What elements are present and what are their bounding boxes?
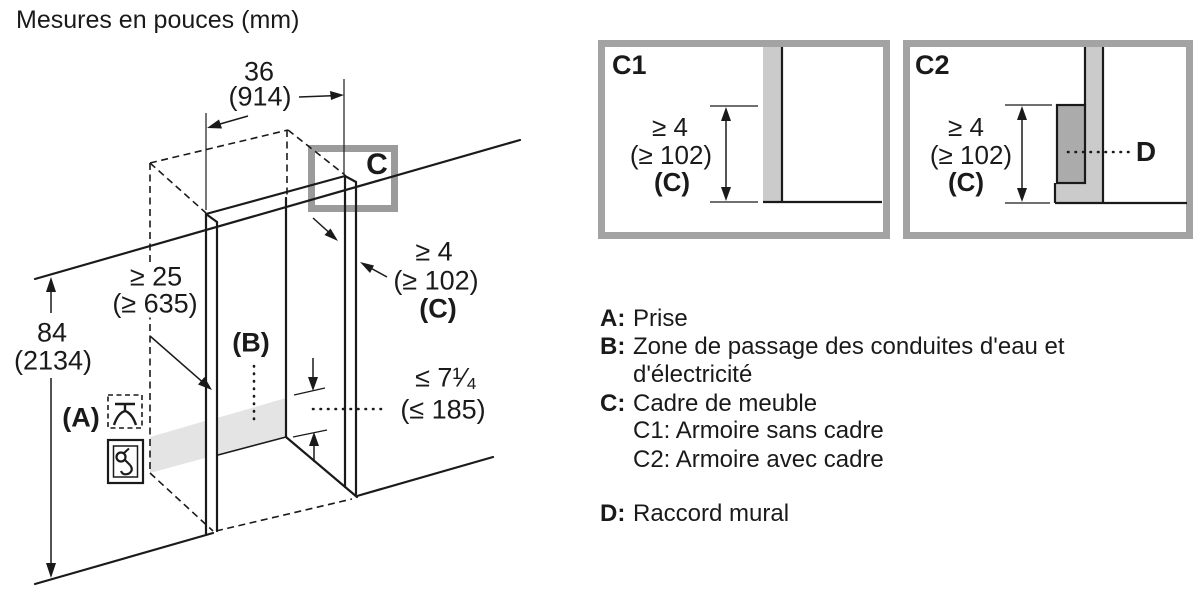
c1-title: C1	[612, 50, 647, 80]
c2-cabinet-panel	[1085, 47, 1103, 203]
dim-25-mm: (≥ 635)	[110, 288, 200, 319]
detail-box-c1	[598, 40, 890, 239]
legend-text-a: Prise	[633, 305, 688, 332]
legend-text-d: Raccord mural	[633, 500, 790, 527]
dim-zone-b-lines	[292, 358, 390, 462]
label-a: (A)	[62, 402, 100, 433]
dim-25-inches: ≥ 25	[127, 261, 185, 292]
niche-dashed-edges	[149, 129, 353, 532]
niche-floor-corner-edge	[284, 435, 359, 499]
legend-text-c2: C2: Armoire avec cadre	[633, 446, 884, 473]
dim-c-ref: (C)	[419, 293, 457, 324]
dim-36-inches: 36	[243, 56, 275, 87]
page-title: Mesures en pouces (mm)	[16, 6, 300, 34]
c2-panel-foot	[1055, 183, 1103, 203]
power-outlet-icon	[106, 438, 145, 485]
dim-c-leaders	[312, 217, 388, 278]
wall-and-panels	[33, 138, 522, 586]
left-panel-top-cap	[204, 212, 219, 224]
c1-border	[598, 40, 890, 239]
c2-face-frame-block	[1055, 103, 1087, 185]
right-panel-top-cap	[343, 174, 358, 184]
c1-dim-mm: (≥ 102)	[629, 140, 713, 170]
dim-zone-b-inches: ≤ 7¹⁄₄	[415, 362, 477, 393]
faucet-icon	[107, 394, 143, 429]
legend-text-c: Cadre de meuble	[633, 390, 818, 417]
c2-title: C2	[915, 50, 950, 80]
c1-dim-inches: ≥ 4	[652, 112, 688, 142]
label-c-callout: C	[366, 148, 388, 181]
callout-c-square	[308, 145, 398, 212]
legend-text-b: Zone de passage des conduites d'eau et	[633, 333, 1065, 360]
label-b: (B)	[232, 327, 270, 358]
floor-edge-right	[355, 455, 495, 498]
c1-dim-arrowheads	[721, 107, 731, 201]
dim-84-mm: (2134)	[11, 345, 95, 376]
c2-dim-inches: ≥ 4	[948, 112, 984, 142]
legend-prefix-c: C:	[600, 390, 626, 417]
legend-text-b2: d'électricité	[633, 361, 753, 388]
wall-top-edge	[33, 138, 522, 281]
dim-36-mm: (914)	[226, 81, 294, 112]
dim-36-lines	[205, 79, 345, 210]
dim-c-inches: ≥ 4	[415, 236, 453, 267]
c2-dim-arrowheads	[1017, 106, 1027, 202]
c1-dim-ref: (C)	[653, 167, 691, 197]
legend-prefix-b: B:	[600, 333, 626, 360]
legend-prefix-a: A:	[600, 305, 626, 332]
dim-84-inches: 84	[34, 317, 70, 348]
dim-c-mm: (≥ 102)	[393, 265, 479, 296]
niche-header-edge	[204, 174, 347, 216]
c1-cabinet-panel	[763, 47, 782, 202]
zone-b-bottom-edge	[217, 436, 287, 456]
detail-box-c2	[903, 40, 1193, 239]
legend-text-c1: C1: Armoire sans cadre	[633, 417, 884, 444]
dim-84-lines	[46, 277, 56, 578]
dim-zone-b-mm: (≤ 185)	[398, 394, 488, 425]
c2-dim-ref: (C)	[947, 167, 985, 197]
label-d: D	[1135, 136, 1157, 167]
dim-25-leader	[149, 335, 212, 390]
c2-dim-mm: (≥ 102)	[929, 140, 1013, 170]
floor-edge-left	[33, 531, 215, 586]
legend-prefix-d: D:	[600, 500, 626, 527]
